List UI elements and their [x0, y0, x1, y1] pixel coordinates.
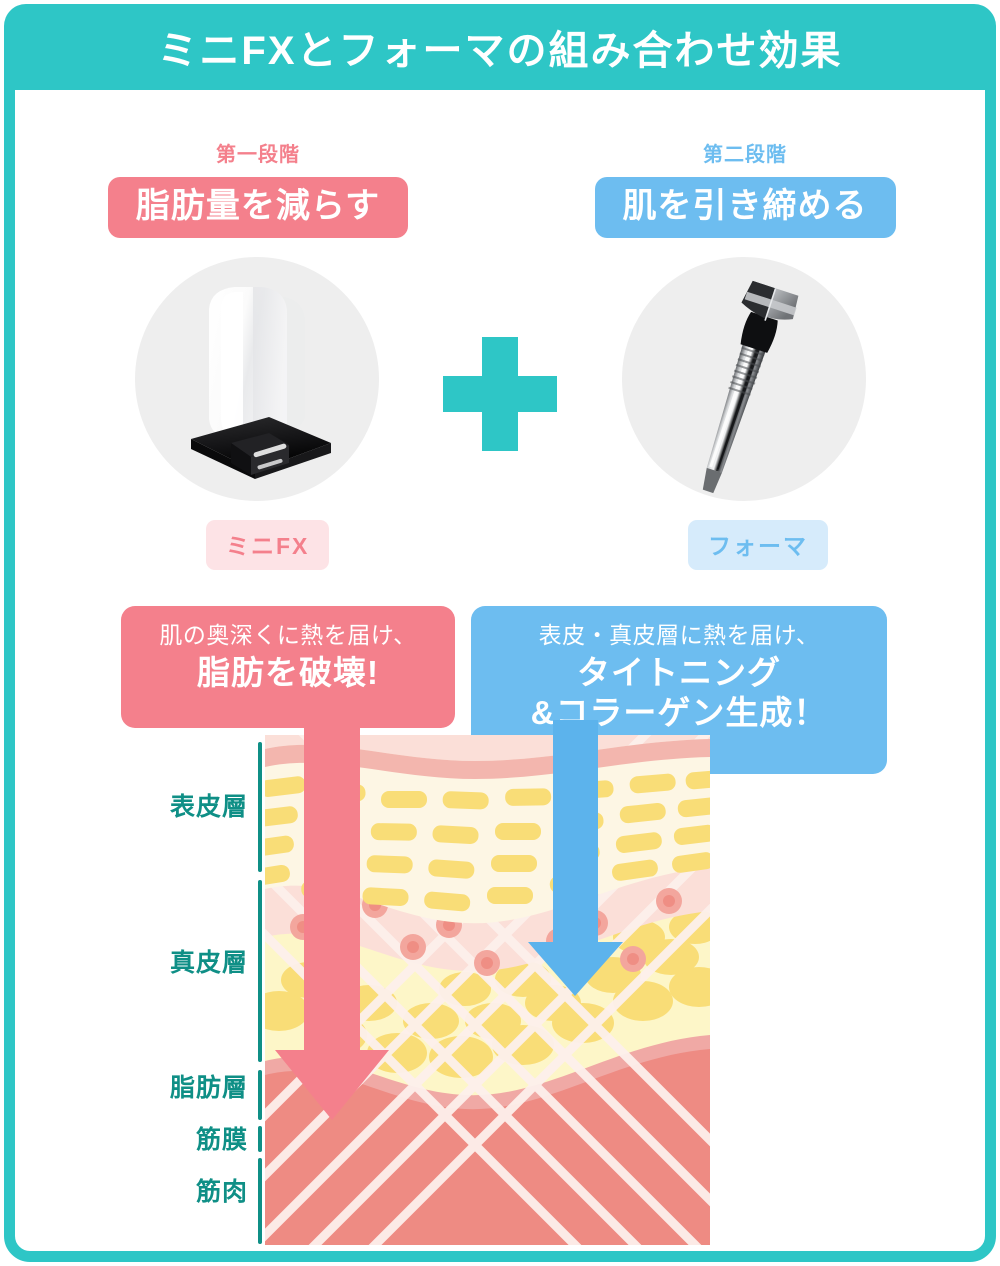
bracket-dermis: [258, 880, 262, 1062]
stage-two-block: 第二段階 肌を引き締める: [565, 138, 925, 239]
plus-bar-vertical: [482, 337, 518, 451]
mini-fx-device-icon: [191, 287, 331, 479]
layer-label-muscle: 筋肉: [195, 1178, 248, 1206]
forma-product-circle: [622, 257, 866, 501]
stage-two-label: 第二段階: [703, 144, 787, 166]
callout-right-line2: タイトニング: [577, 654, 781, 692]
plus-icon: [443, 337, 557, 451]
layer-label-epidermis: 表皮層: [169, 793, 248, 821]
bracket-fascia: [258, 1126, 262, 1152]
header-banner: ミニFXとフォーマの組み合わせ効果: [4, 4, 996, 90]
forma-name-tag: フォーマ: [688, 520, 828, 570]
bracket-fat: [258, 1070, 262, 1120]
stage-one-label: 第一段階: [216, 144, 300, 166]
layer-label-dermis: 真皮層: [169, 949, 248, 977]
bracket-epidermis: [258, 742, 262, 872]
skin-cross-section-diagram: [265, 735, 710, 1245]
callout-right-line1: 表皮・真皮層に熱を届け、: [538, 622, 820, 648]
mini-fx-name-tag: ミニFX: [206, 520, 330, 570]
callout-left: 肌の奥深くに熱を届け、 脂肪を破壊!: [121, 606, 455, 728]
forma-wand-icon: [702, 280, 799, 494]
bracket-muscle: [258, 1158, 262, 1244]
callout-left-line1: 肌の奥深くに熱を届け、: [159, 622, 417, 648]
stage-one-headline: 脂肪量を減らす: [107, 177, 409, 239]
page-title: ミニFXとフォーマの組み合わせ効果: [157, 29, 843, 73]
callout-left-line2: 脂肪を破壊!: [197, 654, 379, 692]
layer-label-fascia: 筋膜: [195, 1126, 248, 1154]
stage-one-block: 第一段階 脂肪量を減らす: [78, 138, 438, 239]
stage-two-headline: 肌を引き締める: [594, 177, 896, 239]
mini-fx-product-circle: [135, 257, 379, 501]
skin-layers-illustration: [265, 735, 710, 1245]
layer-label-fat: 脂肪層: [169, 1074, 248, 1102]
callout-right-line3: &コラーゲン生成！: [530, 693, 828, 731]
